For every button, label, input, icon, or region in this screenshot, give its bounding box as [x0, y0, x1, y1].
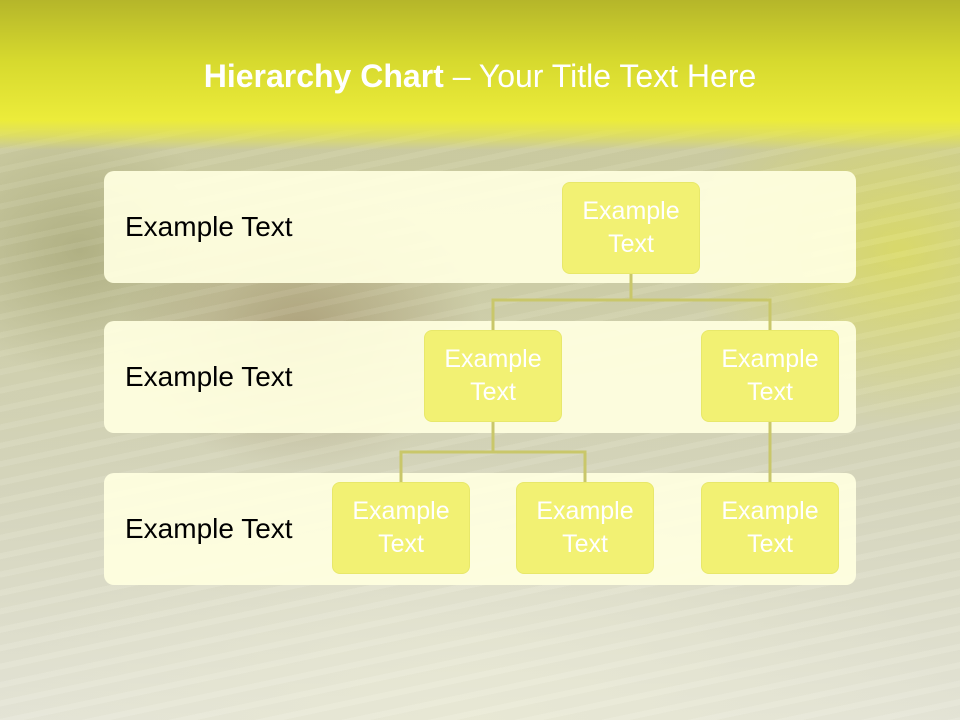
level-label-3: Example Text — [125, 513, 293, 544]
title-bar — [0, 0, 960, 150]
level-label-1: Example Text — [125, 211, 293, 242]
node-level2-right[interactable]: Example Text — [701, 330, 839, 422]
node-level3-a[interactable]: Example Text — [332, 482, 470, 574]
title-bold: Hierarchy Chart — [203, 58, 444, 94]
slide-title: Hierarchy Chart – Your Title Text Here — [0, 54, 960, 98]
node-root[interactable]: Example Text — [562, 182, 700, 274]
node-level3-c[interactable]: Example Text — [701, 482, 839, 574]
level-label-2: Example Text — [125, 361, 293, 392]
title-rest: – Your Title Text Here — [443, 58, 757, 94]
node-level2-left[interactable]: Example Text — [424, 330, 562, 422]
node-level3-b[interactable]: Example Text — [516, 482, 654, 574]
level-band-1: Example Text — [104, 171, 856, 283]
